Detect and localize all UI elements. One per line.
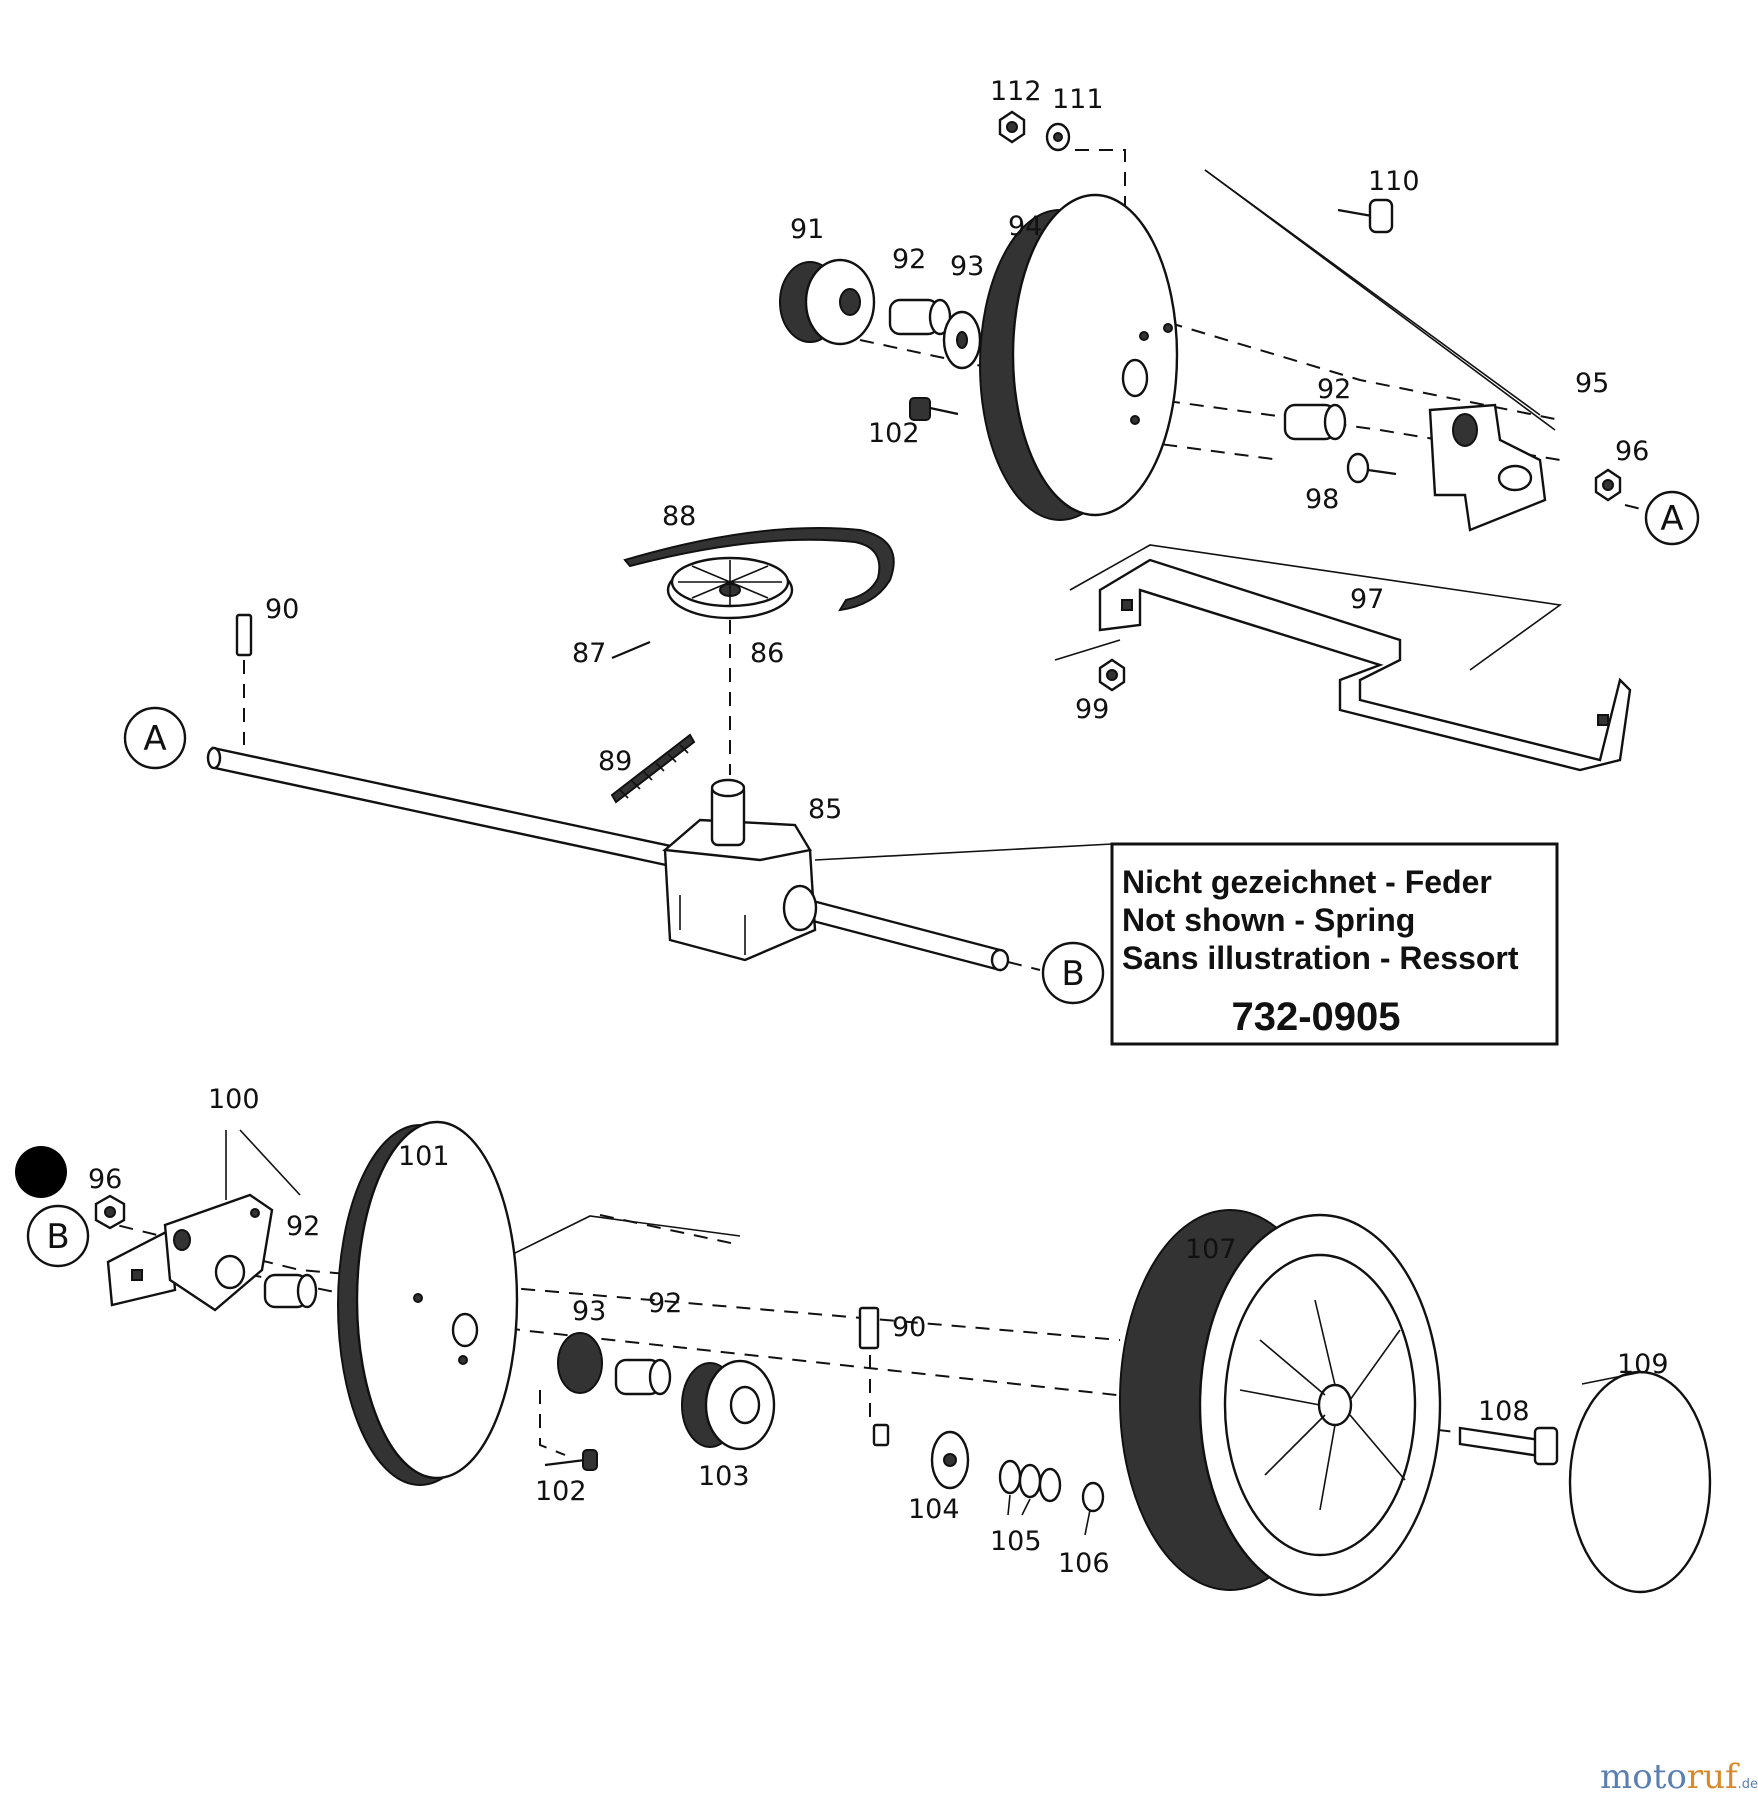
- label-87: 87: [572, 638, 606, 669]
- washer-93-icon: [942, 310, 982, 370]
- gearbox-85-icon: [662, 778, 818, 962]
- label-89: 89: [598, 746, 632, 777]
- bracket-95-icon: [1428, 403, 1547, 532]
- svg-text:A: A: [1660, 499, 1683, 539]
- label-104: 104: [908, 1494, 960, 1525]
- top-wheel-assembly: A: [779, 110, 1700, 772]
- label-103: 103: [698, 1461, 750, 1492]
- callout-line-fr: Sans illustration - Ressort: [1122, 940, 1519, 976]
- spring-89-icon: [610, 733, 696, 804]
- gear-91-icon: [779, 258, 876, 346]
- belt-88-icon: [623, 527, 895, 612]
- label-109: 109: [1617, 1349, 1669, 1380]
- bracket-100-icon: [106, 1129, 301, 1312]
- label-92-mid: 92: [1317, 374, 1351, 405]
- label-92-bottom2: 92: [648, 1288, 682, 1319]
- wheel-107-icon: [1119, 1209, 1442, 1597]
- bolt-110-icon: [1337, 198, 1394, 234]
- hubcap-109-icon: [1568, 1370, 1712, 1594]
- bushing-92-bottom-icon: [263, 1273, 318, 1309]
- wheel-disc-101-icon: [337, 1120, 519, 1486]
- label-88: 88: [662, 501, 696, 532]
- label-93-bottom: 93: [572, 1296, 606, 1327]
- nut-112-icon: [998, 110, 1026, 144]
- label-92-bottom: 92: [286, 1211, 320, 1242]
- label-86: 86: [750, 638, 784, 669]
- washer-111-icon: [1045, 122, 1071, 152]
- washers-105-icon: [998, 1459, 1062, 1516]
- label-99: 99: [1075, 694, 1109, 725]
- label-97: 97: [1350, 584, 1384, 615]
- label-107: 107: [1185, 1234, 1237, 1265]
- label-91: 91: [790, 214, 824, 245]
- gearbox-assembly: A B: [123, 527, 1113, 1005]
- washer-104-icon: [930, 1430, 970, 1490]
- reference-b-middle: B: [1007, 941, 1105, 1005]
- label-111: 111: [1052, 84, 1104, 115]
- gear-103-icon: [681, 1359, 776, 1451]
- part-labels: 112 111 110 91 92 93 94 102 92 95 96 98 …: [88, 76, 1669, 1579]
- callout-box: Nicht gezeichnet - Feder Not shown - Spr…: [1110, 842, 1559, 1046]
- label-96-top: 96: [1615, 436, 1649, 467]
- key-90-icon: [235, 613, 253, 745]
- rail-97-icon: [1054, 544, 1632, 772]
- label-105: 105: [990, 1526, 1042, 1557]
- callout-line-en: Not shown - Spring: [1122, 902, 1415, 938]
- reference-a-left: A: [123, 706, 187, 770]
- bushing-92-mid-icon: [1283, 403, 1347, 441]
- bushing-92-bottom2-icon: [614, 1358, 672, 1396]
- screw-102-bottom-icon: [544, 1449, 598, 1471]
- svg-text:B: B: [1061, 954, 1084, 994]
- label-110: 110: [1368, 166, 1420, 197]
- label-102-top: 102: [868, 418, 920, 449]
- label-95: 95: [1575, 368, 1609, 399]
- label-98: 98: [1305, 484, 1339, 515]
- label-101: 101: [398, 1141, 450, 1172]
- label-93-top: 93: [950, 251, 984, 282]
- marker-dot-icon: [15, 1146, 67, 1198]
- label-94: 94: [1008, 211, 1042, 242]
- label-96-bottom: 96: [88, 1164, 122, 1195]
- svg-text:motoruf.de: motoruf.de: [1600, 1757, 1758, 1797]
- label-85: 85: [808, 794, 842, 825]
- label-90-bottom: 90: [892, 1312, 926, 1343]
- label-100: 100: [208, 1084, 260, 1115]
- pulley-86-icon: [666, 556, 794, 620]
- nut-99-icon: [1098, 658, 1126, 692]
- pin-87-icon: [611, 640, 651, 660]
- reference-b-left: B: [26, 1204, 90, 1268]
- callout-part-number: 732-0905: [1231, 995, 1400, 1039]
- bushing-92-icon: [888, 298, 952, 336]
- bottom-wheel-assembly: B: [15, 1120, 1712, 1597]
- key-90-bottom-icon: [858, 1306, 890, 1447]
- label-112: 112: [990, 76, 1042, 107]
- wheel-disc-94-icon: [979, 193, 1179, 521]
- axle-shaft-icon: [206, 746, 1010, 972]
- nut-96-icon: [1594, 468, 1622, 502]
- label-92-top: 92: [892, 244, 926, 275]
- svg-text:B: B: [46, 1217, 69, 1257]
- watermark-logo: motoruf.de: [1600, 1757, 1758, 1797]
- axle-bolt-108-icon: [1458, 1426, 1559, 1466]
- washer-93-bottom-icon: [557, 1332, 603, 1394]
- label-108: 108: [1478, 1396, 1530, 1427]
- label-90-left: 90: [265, 594, 299, 625]
- label-102-bottom: 102: [535, 1476, 587, 1507]
- nut-96-bottom-icon: [94, 1194, 126, 1230]
- reference-a-right: A: [1624, 490, 1700, 546]
- bolt-98-icon: [1346, 452, 1397, 484]
- label-106: 106: [1058, 1548, 1110, 1579]
- callout-line-de: Nicht gezeichnet - Feder: [1122, 864, 1492, 900]
- svg-text:A: A: [143, 719, 166, 759]
- screw-102-icon: [909, 397, 959, 421]
- clip-106-icon: [1081, 1481, 1105, 1536]
